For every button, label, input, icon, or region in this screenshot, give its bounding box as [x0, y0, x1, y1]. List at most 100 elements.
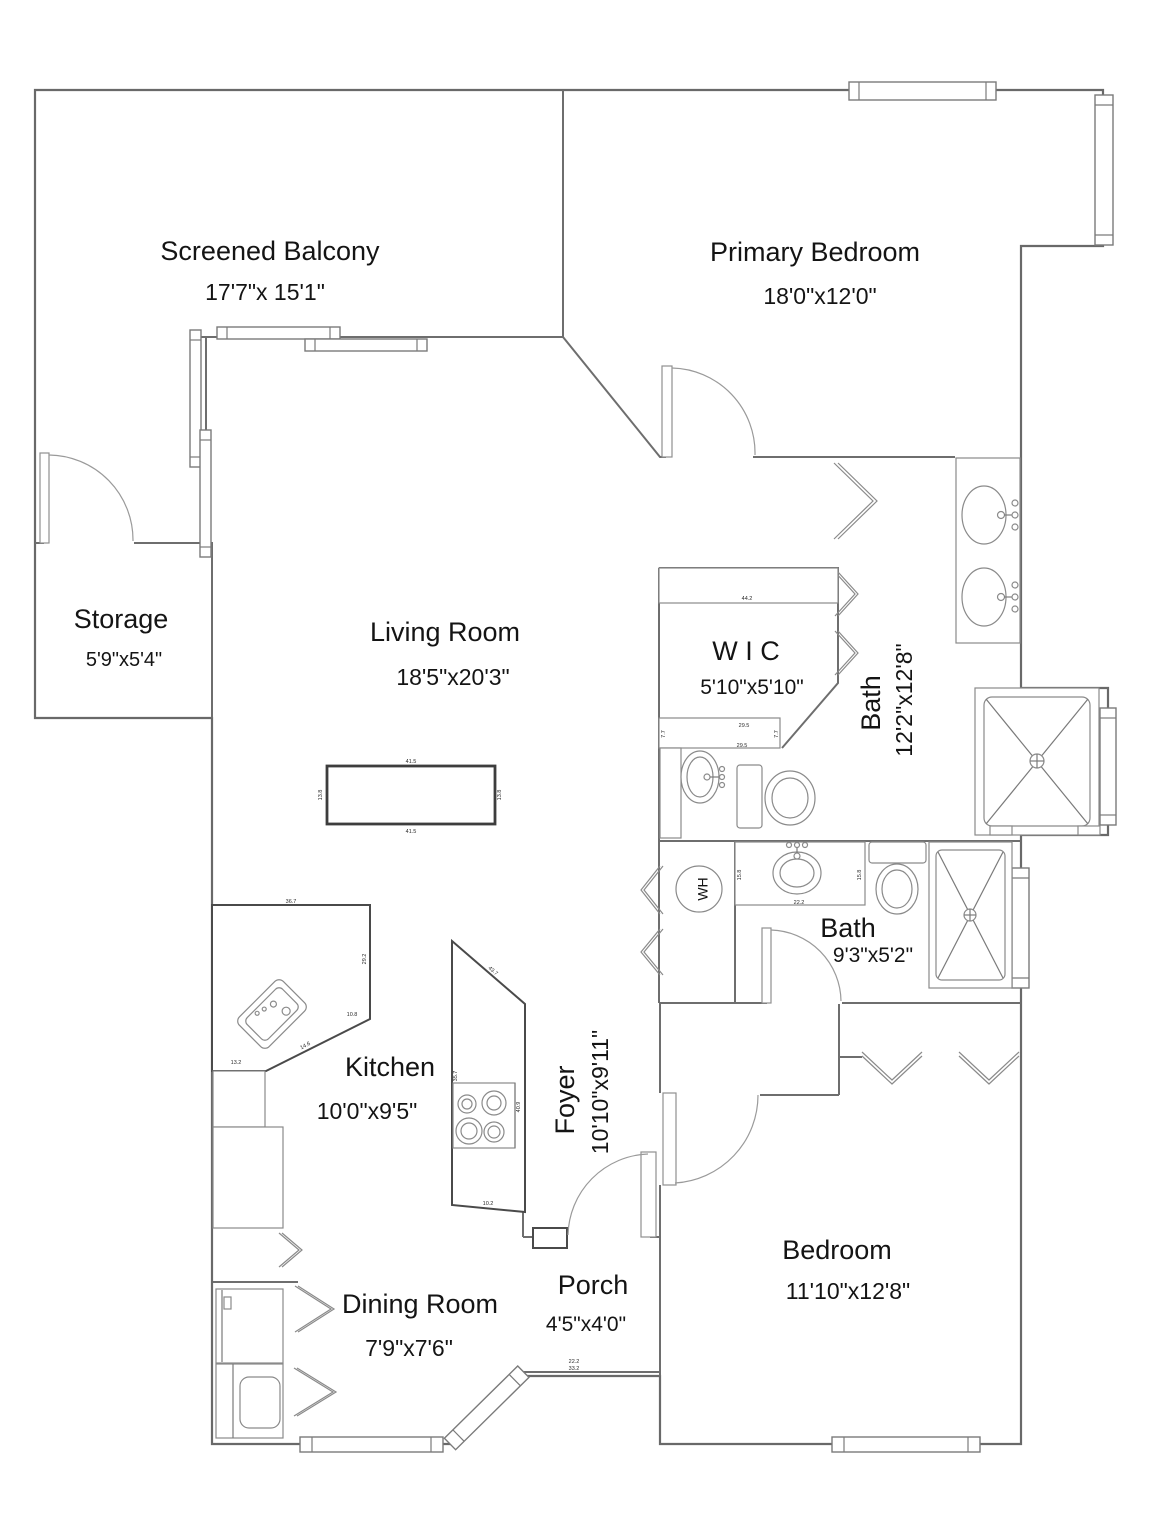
room-name: Primary Bedroom — [710, 237, 920, 267]
room-dims: 10'10"x9'11" — [587, 1030, 613, 1154]
dim-label: 14.6 — [299, 1041, 311, 1051]
window-top-primary — [848, 81, 997, 101]
dim-label: 13.2 — [231, 1060, 242, 1066]
primary-wc-sink-icon — [659, 747, 726, 839]
room-dims: 11'10"x12'8" — [786, 1278, 910, 1304]
room-label-storage: Storage 5'9"x5'4" — [74, 604, 169, 671]
room-name: Screened Balcony — [160, 236, 380, 266]
accordion-door-wic-icon — [834, 571, 859, 676]
bath2-toilet-icon — [868, 841, 927, 915]
dim-label: 22.2 — [794, 900, 805, 906]
room-dims: 12'2"x12'8" — [891, 643, 917, 756]
room-name: Living Room — [370, 617, 520, 647]
room-label-wic: W I C 5'10"x5'10" — [700, 636, 804, 699]
room-label-bath2: Bath 9'3"x5'2" — [820, 913, 913, 967]
bifold-door-bedroom-closet-icon — [861, 1051, 1020, 1085]
dim-label: 7.7 — [774, 730, 780, 738]
room-dims: 5'10"x5'10" — [700, 676, 804, 699]
dim-label: 10.2 — [483, 1201, 494, 1207]
wic-shelf-bottom — [658, 717, 781, 749]
room-name: W I C — [712, 636, 780, 666]
room-dims: 10'0"x9'5" — [317, 1098, 418, 1124]
dim-label: 15.8 — [857, 870, 863, 881]
kitchen-cabinet-upper — [212, 1070, 266, 1128]
cabinet-door-chevrons-icon — [278, 1232, 338, 1417]
room-label-primary-bath: Bath 12'2"x12'8" — [856, 643, 917, 756]
dim-label: 29.5 — [737, 743, 748, 749]
room-label-foyer: Foyer 10'10"x9'11" — [550, 1030, 613, 1154]
room-name: Dining Room — [342, 1289, 498, 1319]
room-dims: 18'0"x12'0" — [763, 283, 876, 309]
room-label-bedroom: Bedroom 11'10"x12'8" — [782, 1235, 910, 1304]
window-dining — [299, 1436, 444, 1453]
dim-label: 13.8 — [318, 790, 324, 801]
room-name: Storage — [74, 604, 169, 634]
room-name: Kitchen — [345, 1052, 435, 1082]
primary-vanity-double-sink-icon — [955, 457, 1021, 644]
room-label-primary-bedroom: Primary Bedroom 18'0"x12'0" — [710, 237, 920, 309]
dim-label: 33.2 — [569, 1366, 580, 1372]
dim-label: 43.7 — [487, 965, 499, 977]
room-name: Foyer — [550, 1065, 580, 1134]
window-bath2-shower — [1011, 867, 1030, 989]
room-dims: 17'7"x 15'1" — [205, 279, 325, 305]
water-heater-icon: WH — [675, 865, 723, 913]
room-dims: 4'5"x4'0" — [546, 1313, 626, 1336]
room-name: Bath — [820, 913, 876, 943]
door-bath2 — [761, 927, 842, 1004]
kitchen-sink-icon — [237, 979, 307, 1049]
room-dims: 9'3"x5'2" — [833, 944, 913, 967]
dim-label: 36.7 — [286, 899, 297, 905]
room-name: Bath — [856, 675, 886, 731]
cooktop-counter — [451, 938, 526, 1214]
window-right-primary — [1094, 94, 1114, 246]
window-primary-shower — [1099, 707, 1117, 826]
room-label-kitchen: Kitchen 10'0"x9'5" — [317, 1052, 435, 1124]
dim-label: 29.2 — [362, 954, 368, 965]
door-front-entry — [567, 1151, 657, 1238]
window-balcony-slider-1 — [216, 326, 341, 340]
dim-label: 7.7 — [661, 730, 667, 738]
room-label-living-room: Living Room 18'5"x20'3" — [370, 617, 520, 690]
accordion-door-primary-bath-icon — [833, 462, 878, 540]
dim-label: 35.7 — [453, 1071, 459, 1082]
wic-shelf-top — [658, 567, 839, 604]
water-heater-label: WH — [695, 877, 711, 900]
kitchen-cabinet-lower — [212, 1126, 284, 1229]
dim-label: 13.8 — [497, 790, 503, 801]
room-dims: 5'9"x5'4" — [86, 649, 162, 671]
dim-label: 41.5 — [406, 759, 417, 765]
washer-icon — [215, 1363, 284, 1439]
primary-toilet-icon — [736, 764, 816, 829]
cooktop-icon — [452, 1082, 516, 1149]
window-dining-corner — [443, 1364, 530, 1451]
bifold-door-water-heater-icon — [640, 865, 664, 976]
tiny-dimension-labels: 41.5 41.5 13.8 13.8 36.7 29.2 10.8 14.6 … — [231, 596, 863, 1372]
dim-label: 15.8 — [737, 870, 743, 881]
room-label-porch: Porch 4'5"x4'0" — [546, 1270, 628, 1336]
kitchen-counter — [211, 904, 371, 1072]
door-storage — [39, 452, 134, 544]
window-balcony-side-2 — [199, 429, 212, 558]
dim-label: 44.2 — [742, 596, 753, 602]
kitchen-island — [325, 764, 497, 826]
bath2-shower-icon — [928, 841, 1013, 989]
room-name: Bedroom — [782, 1235, 892, 1265]
bath2-vanity-sink-icon — [734, 841, 866, 906]
dim-label: 29.5 — [739, 723, 750, 729]
room-label-dining-room: Dining Room 7'9"x7'6" — [342, 1289, 498, 1361]
window-balcony-slider-2 — [304, 338, 428, 352]
room-name: Porch — [558, 1270, 629, 1300]
dim-label: 41.5 — [406, 829, 417, 835]
window-bedroom — [831, 1436, 981, 1453]
window-balcony-side-1 — [189, 329, 202, 468]
dim-label: 22.2 — [569, 1359, 580, 1365]
dim-label: 40.9 — [516, 1102, 522, 1113]
door-primary-bedroom — [661, 365, 756, 458]
porch-wall-stub — [532, 1227, 568, 1249]
refrigerator-icon — [215, 1288, 284, 1364]
door-bedroom — [662, 1092, 759, 1186]
exterior-wall-outline — [33, 88, 1110, 1446]
room-label-screened-balcony: Screened Balcony 17'7"x 15'1" — [160, 236, 380, 305]
